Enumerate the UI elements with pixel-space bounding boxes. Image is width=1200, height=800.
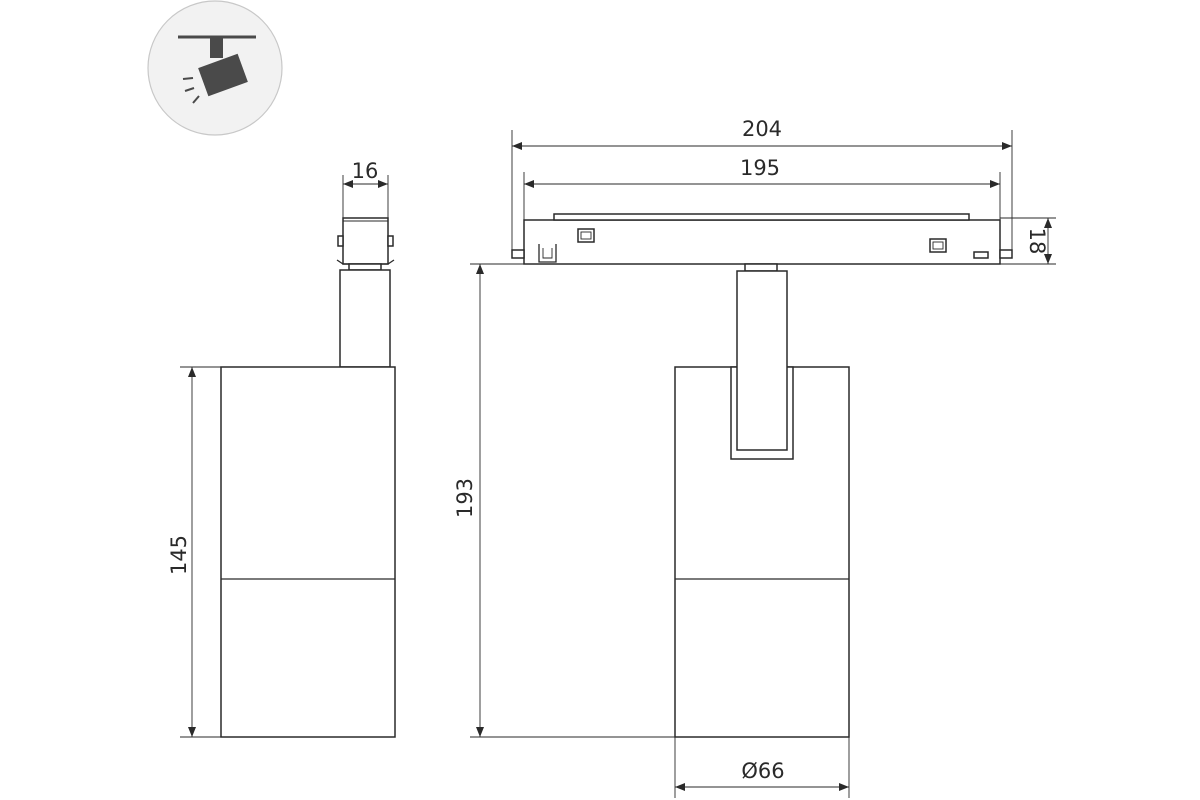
front-detail-slot	[973, 251, 989, 259]
front-view	[511, 213, 1013, 738]
dimension-side-height: 145	[167, 366, 221, 738]
track-spotlight-icon	[147, 0, 283, 136]
side-adapter-clip-left	[337, 235, 344, 247]
front-track-adapter	[523, 219, 1001, 265]
front-detail-square-left	[577, 228, 595, 243]
front-detail-square-right	[929, 238, 947, 253]
dimension-adapter-height: 18	[1000, 217, 1056, 265]
front-end-pin-left	[511, 249, 525, 259]
dimension-label-204: 204	[742, 117, 782, 141]
side-adapter	[342, 217, 389, 265]
side-adapter-clip-right	[387, 235, 394, 247]
dimension-label-193: 193	[453, 478, 477, 518]
front-end-pin-right	[999, 249, 1013, 259]
front-adapter-top-rail	[553, 213, 970, 221]
front-arm	[736, 270, 788, 451]
dimension-diameter: Ø66	[674, 737, 850, 798]
side-neck-plate	[348, 263, 382, 271]
front-contact-clip	[538, 244, 557, 263]
side-arm	[339, 269, 391, 368]
side-lamp-body	[220, 366, 396, 738]
dimension-overall-length: 204	[511, 117, 1013, 250]
side-view	[220, 217, 396, 738]
dimension-total-height: 193	[453, 263, 675, 738]
dimension-label-145: 145	[167, 535, 191, 575]
dimension-label-18: 18	[1025, 228, 1049, 255]
dimension-label-195: 195	[740, 156, 780, 180]
dimension-track-length: 195	[523, 156, 1001, 220]
dimension-label-diameter: Ø66	[741, 759, 784, 783]
dimension-label-16: 16	[352, 159, 379, 183]
front-neck-plate	[744, 263, 778, 272]
dimension-adapter-width: 16	[342, 159, 389, 218]
